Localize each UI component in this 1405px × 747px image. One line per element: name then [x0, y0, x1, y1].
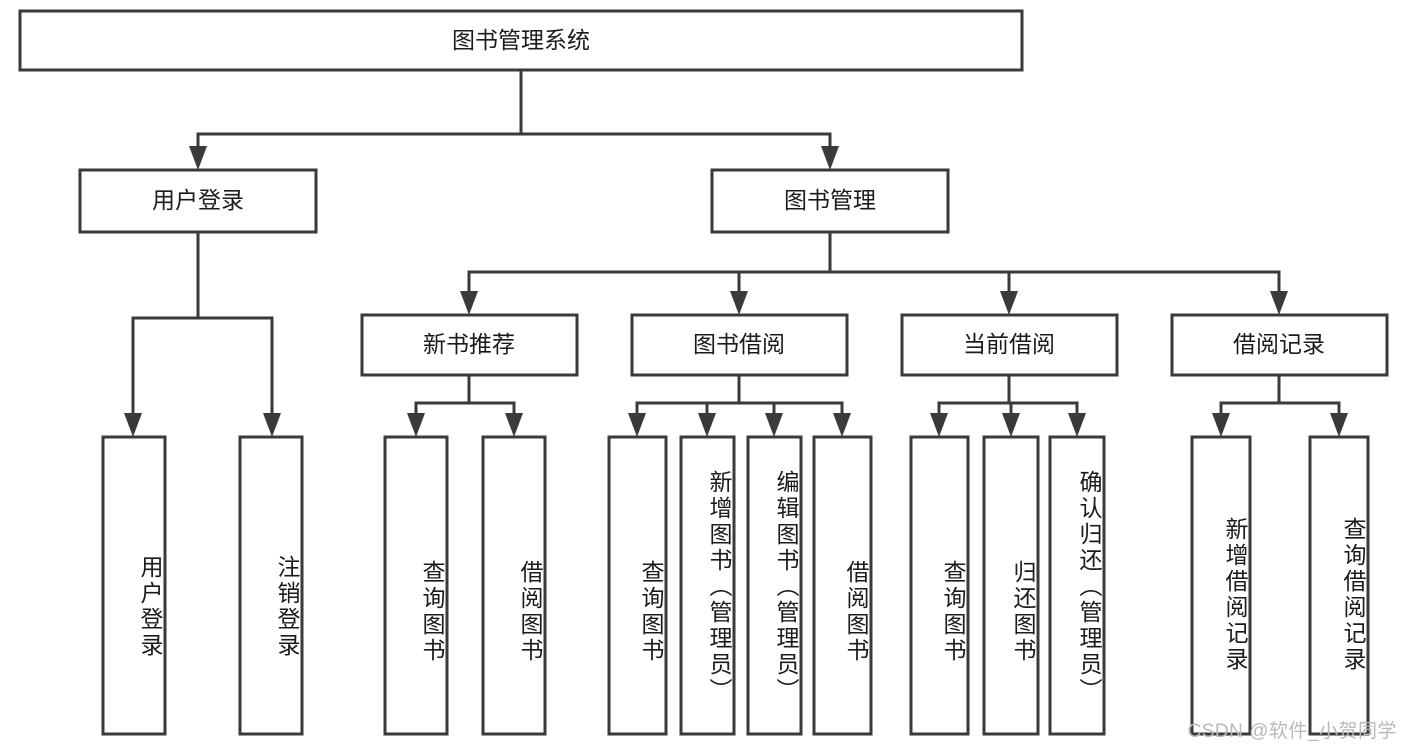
arrow-to-leaf-8: [833, 413, 851, 437]
node-box-leaf-13[interactable]: [1308, 435, 1370, 736]
connector-borrow-record-branch: [1219, 373, 1341, 420]
arrow-to-new-book: [460, 291, 478, 315]
node-box-layer: [18, 9, 1389, 736]
node-box-leaf-10[interactable]: [982, 435, 1040, 736]
node-box-book-borrow[interactable]: [630, 313, 849, 377]
csdn-watermark: CSDN @软件_小贺同学: [1187, 721, 1397, 742]
arrow-to-leaf-11: [1068, 413, 1086, 437]
arrow-to-leaf-10: [1002, 413, 1020, 437]
node-label-current-borrow: 当前借阅: [963, 331, 1055, 357]
arrow-to-user-login: [189, 146, 207, 170]
arrow-to-leaf-3: [407, 413, 425, 437]
node-box-leaf-12[interactable]: [1190, 435, 1252, 736]
node-box-leaf-3[interactable]: [383, 435, 449, 736]
node-label-book-manage: 图书管理: [784, 187, 876, 213]
arrow-to-leaf-6: [698, 413, 716, 437]
arrow-to-book-borrow: [730, 291, 748, 315]
node-box-leaf-5[interactable]: [607, 435, 668, 736]
arrow-to-leaf-5: [628, 413, 646, 437]
node-box-current-borrow[interactable]: [900, 313, 1119, 377]
node-box-leaf-1[interactable]: [101, 435, 167, 736]
node-label-borrow-record: 借阅记录: [1233, 331, 1325, 357]
horizontal-label-layer: 图书管理系统 用户登录 图书管理 新书推荐 图书借阅 当前借阅 借阅记录: [152, 27, 1325, 357]
node-box-leaf-7[interactable]: [746, 435, 803, 736]
connector-current-borrow-branch: [937, 373, 1079, 420]
arrow-to-borrow-record: [1270, 291, 1288, 315]
node-label-book-borrow: 图书借阅: [693, 331, 785, 357]
node-label-new-book: 新书推荐: [423, 331, 515, 357]
node-box-leaf-11[interactable]: [1048, 435, 1106, 736]
arrow-to-leaf-9: [930, 413, 948, 437]
node-box-root[interactable]: [18, 9, 1024, 72]
arrow-to-leaf-1: [124, 413, 142, 437]
node-box-leaf-6[interactable]: [679, 435, 736, 736]
connector-new-book-branch: [414, 373, 516, 420]
arrow-to-current-borrow: [1000, 291, 1018, 315]
arrowhead-layer: [124, 146, 1348, 437]
connector-book-borrow-branch: [635, 373, 844, 420]
node-box-leaf-4[interactable]: [481, 435, 547, 736]
arrow-to-leaf-7: [765, 413, 783, 437]
node-box-leaf-8[interactable]: [812, 435, 873, 736]
node-box-new-book[interactable]: [360, 313, 579, 377]
connector-book-manage-branch: [467, 230, 1281, 298]
node-box-book-manage[interactable]: [710, 168, 950, 234]
arrow-to-leaf-13: [1330, 413, 1348, 437]
arrow-to-leaf-12: [1212, 413, 1230, 437]
connector-root-trunk: [196, 68, 832, 154]
arrow-to-leaf-4: [505, 413, 523, 437]
arrow-to-leaf-2: [263, 413, 281, 437]
node-box-borrow-record[interactable]: [1170, 313, 1389, 377]
arrow-to-book-manage: [821, 146, 839, 170]
node-box-leaf-2[interactable]: [238, 435, 304, 736]
node-box-leaf-9[interactable]: [909, 435, 970, 736]
connector-layer: [131, 68, 1341, 420]
connector-user-login-branch: [131, 230, 274, 420]
node-box-user-login[interactable]: [78, 168, 318, 234]
node-label-root: 图书管理系统: [452, 27, 590, 53]
node-label-user-login: 用户登录: [152, 187, 244, 213]
